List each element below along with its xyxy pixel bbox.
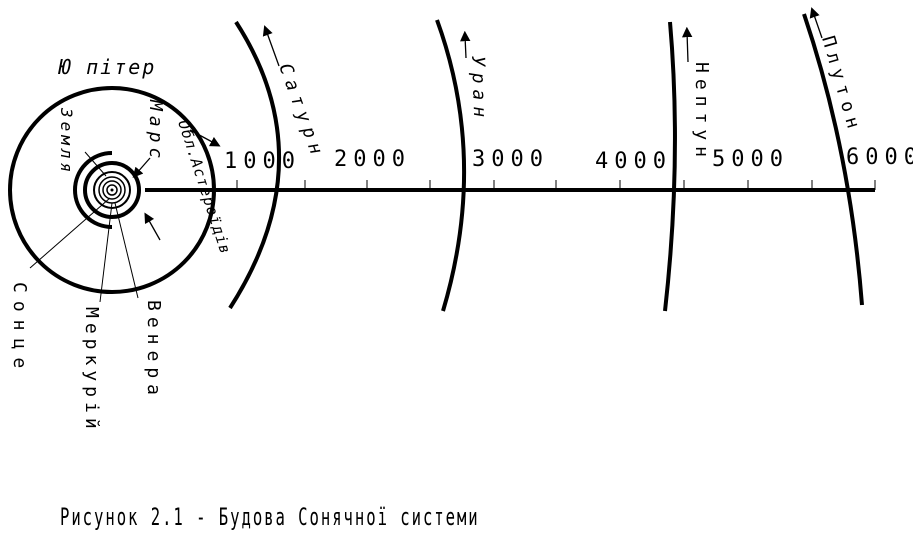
pluto-arrow [809, 7, 823, 39]
jupiter-orbit [8, 86, 216, 294]
mars-orbit [73, 151, 113, 229]
tick-label-2000: 2000 [334, 147, 411, 172]
uranus-orbit [435, 19, 467, 312]
neptune-arrow [681, 26, 693, 63]
axis-ticks [236, 180, 876, 190]
mars-arrow [132, 157, 151, 178]
label-venus: Венера [143, 300, 164, 401]
label-mars: Марс [145, 99, 166, 163]
uranus-arrow [460, 30, 471, 59]
label-saturn: Сатурн [274, 61, 328, 163]
tick-label-6000: 6000 [846, 145, 913, 170]
neptune-orbit [663, 21, 677, 312]
tick-label-4000: 4000 [595, 149, 672, 174]
label-mercury: Меркурій [81, 307, 102, 434]
label-sun: Сонце [9, 282, 30, 376]
sun-dot [110, 188, 114, 192]
tick-label-5000: 5000 [712, 147, 789, 172]
tick-label-1000: 1000 [224, 149, 301, 174]
tick-label-3000: 3000 [472, 147, 549, 172]
figure-caption: Рисунок 2.1 - Будова Сонячної системи [60, 503, 480, 531]
saturn-orbit [228, 20, 281, 310]
saturn-arrow [262, 25, 280, 67]
pluto-orbit [802, 13, 864, 306]
label-jupiter: Ю пітер [58, 55, 156, 79]
label-uranus: Уран [467, 55, 490, 123]
asteroids-arrow [189, 129, 221, 147]
leader-lines [29, 151, 139, 303]
venus-arrow [144, 212, 161, 241]
label-earth: Земля [57, 107, 76, 176]
label-neptune: Нептун [691, 62, 712, 163]
inner-orbits [83, 161, 141, 219]
